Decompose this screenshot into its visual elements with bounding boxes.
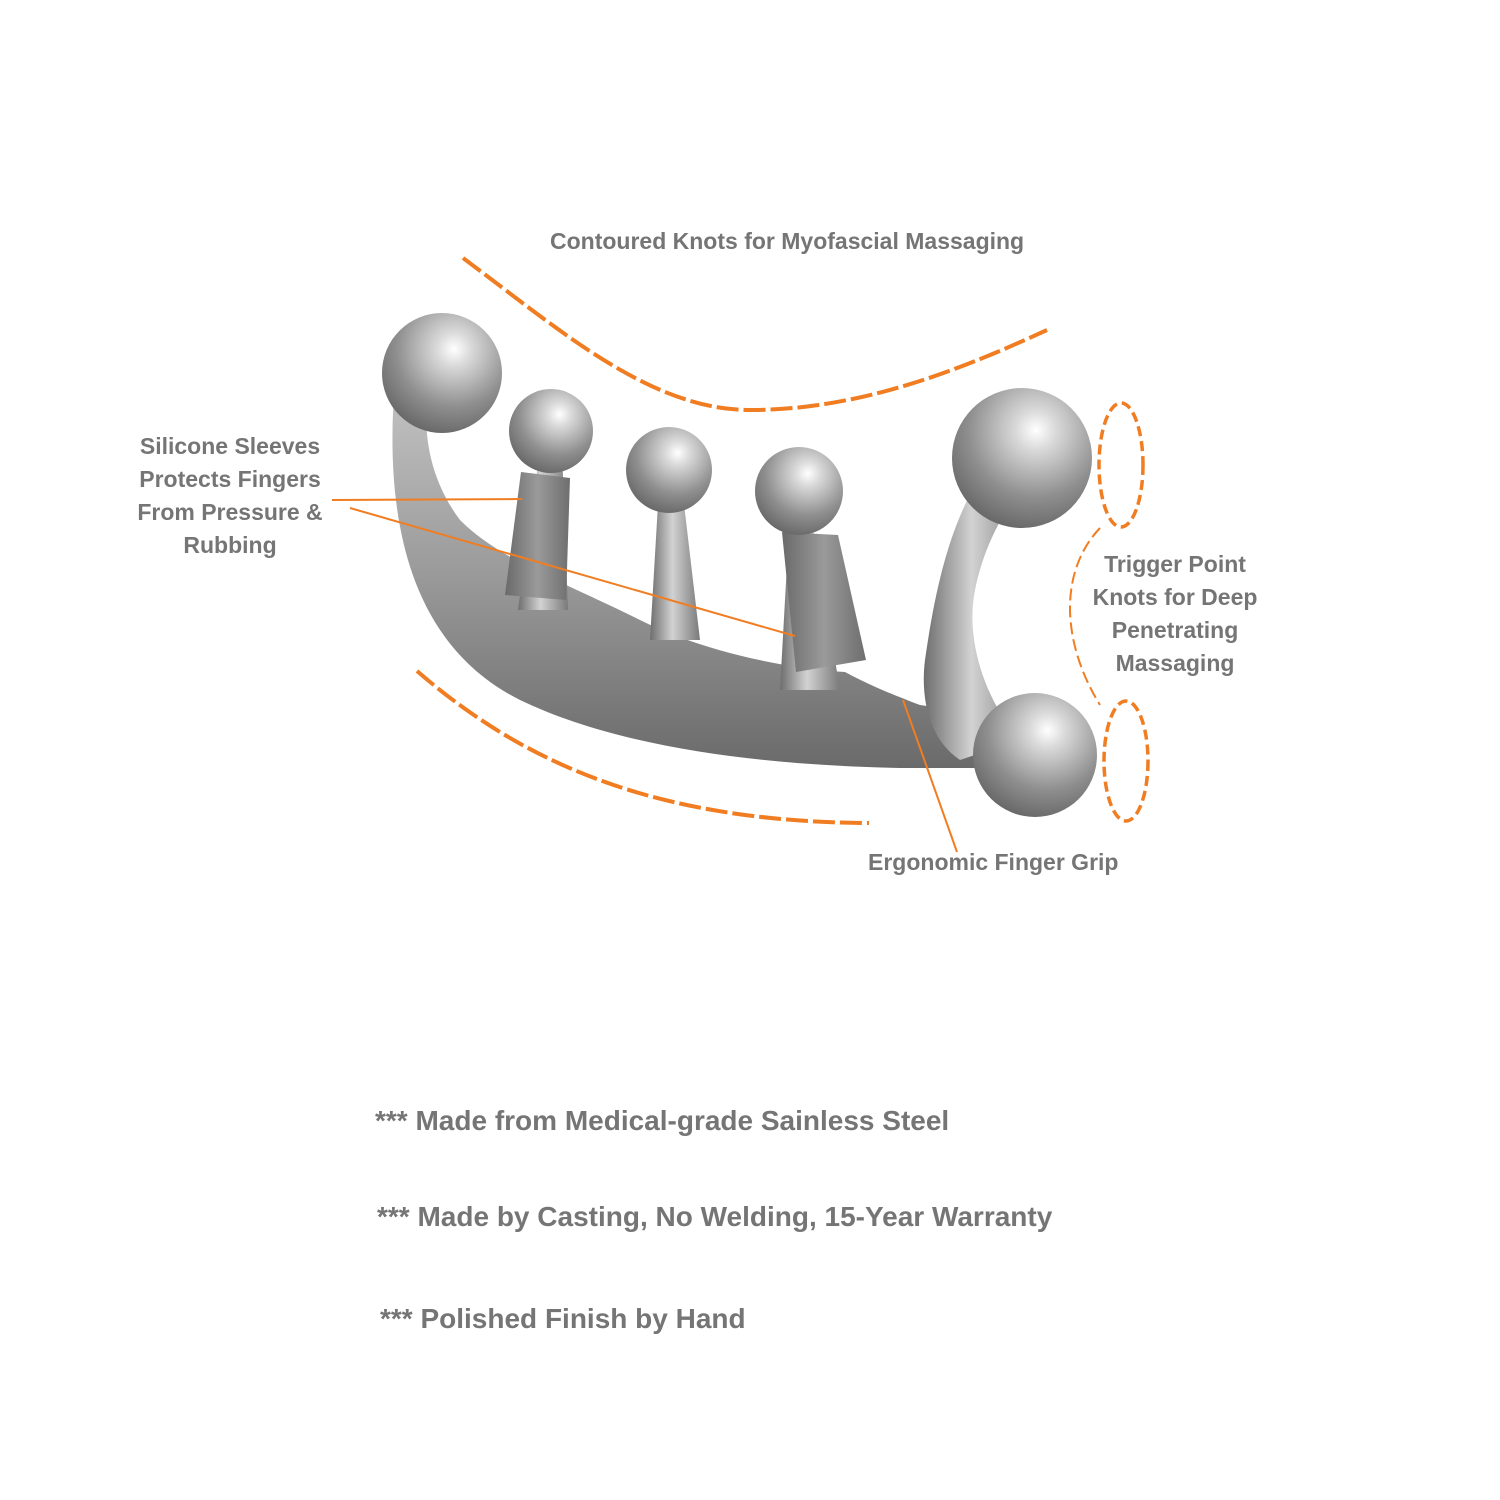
contour-guide-top xyxy=(461,256,1048,413)
tool-grip-arm xyxy=(923,470,1030,760)
trigger-point-line-2: Knots for Deep xyxy=(1092,584,1258,610)
leader-line-sleeve-2 xyxy=(349,507,796,637)
feature-item-casting: *** Made by Casting, No Welding, 15-Year… xyxy=(377,1201,1053,1232)
tool-curved-body xyxy=(392,380,1010,768)
silicone-sleeves-label: Silicone Sleeves Protects Fingers From P… xyxy=(130,430,330,562)
silicone-sleeves-line-3: From Pressure & xyxy=(137,499,323,525)
trigger-point-line-4: Massaging xyxy=(1115,650,1235,676)
feature-item-steel: *** Made from Medical-grade Sainless Ste… xyxy=(375,1105,950,1136)
massage-tool xyxy=(382,313,1097,817)
trigger-point-line-3: Penetrating xyxy=(1111,617,1239,643)
trigger-point-ring-bottom xyxy=(1102,699,1150,823)
contoured-knots-label: Contoured Knots for Myofascial Massaging xyxy=(550,228,1025,254)
knot-ball-1 xyxy=(509,389,593,473)
trigger-ball-top xyxy=(952,388,1092,528)
knot-ball-3 xyxy=(755,447,843,535)
feature-list: *** Made from Medical-grade Sainless Ste… xyxy=(375,1105,1155,1355)
trigger-point-connector xyxy=(1069,527,1101,706)
silicone-sleeves-line-1: Silicone Sleeves xyxy=(139,433,321,459)
trigger-point-ring-top xyxy=(1097,401,1145,529)
trigger-point-label: Trigger Point Knots for Deep Penetrating… xyxy=(1075,548,1275,680)
silicone-sleeve-2 xyxy=(782,532,866,672)
knot-ball-left-large xyxy=(382,313,502,433)
trigger-ball-bottom xyxy=(973,693,1097,817)
leader-line-grip xyxy=(902,699,958,853)
silicone-sleeves-line-2: Protects Fingers xyxy=(139,466,321,492)
finger-grip-label: Ergonomic Finger Grip xyxy=(868,849,1119,875)
feature-item-finish: *** Polished Finish by Hand xyxy=(380,1303,746,1334)
silicone-sleeves-line-4: Rubbing xyxy=(183,532,277,558)
contour-guide-bottom xyxy=(415,669,870,825)
knot-ball-2 xyxy=(626,427,712,513)
leader-line-sleeve-1 xyxy=(331,498,523,501)
silicone-sleeve-1 xyxy=(505,472,570,600)
trigger-point-line-1: Trigger Point xyxy=(1104,551,1246,577)
